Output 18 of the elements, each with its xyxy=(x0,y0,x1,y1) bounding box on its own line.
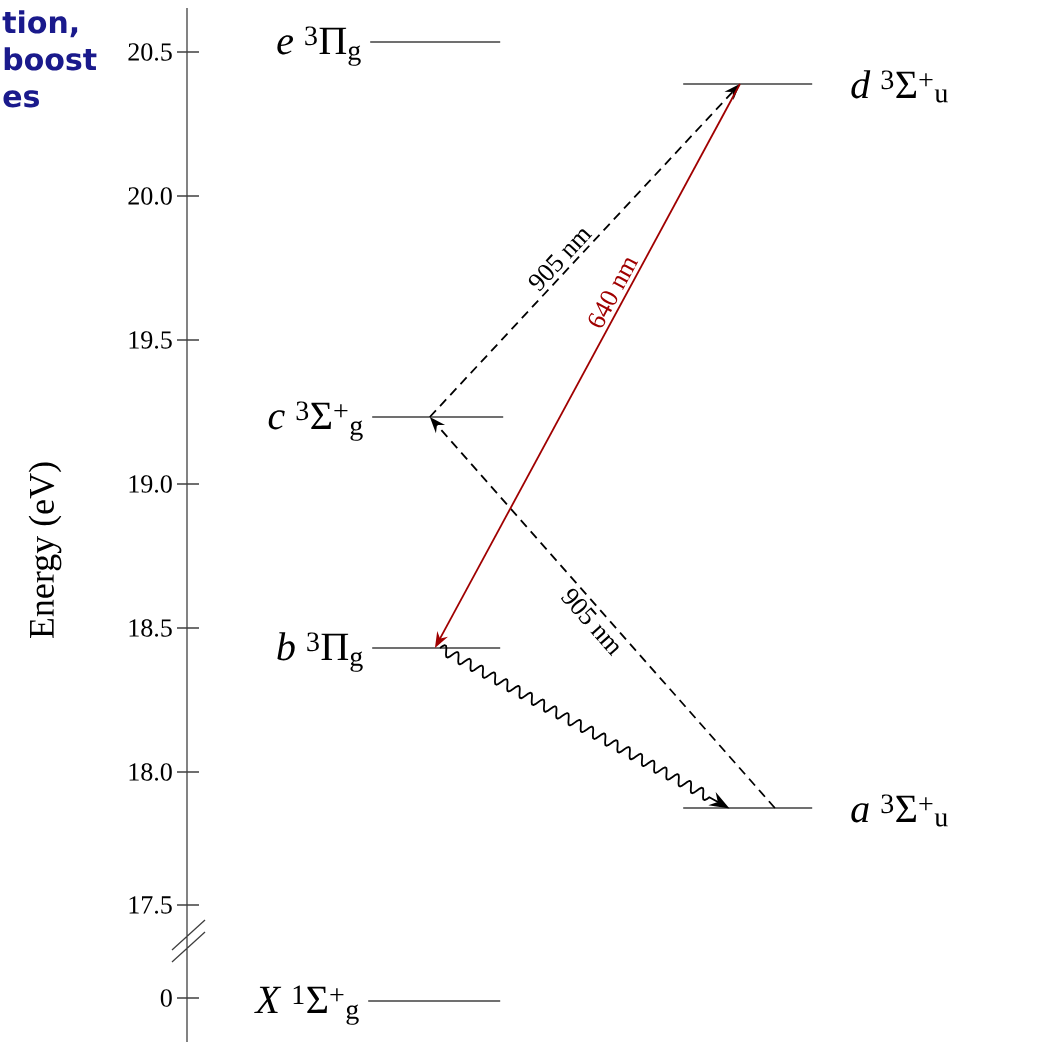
arrow xyxy=(428,84,740,418)
tick-label: 18.5 xyxy=(129,619,172,637)
edge-label: 905 nm xyxy=(557,584,627,659)
tick-label: 18.0 xyxy=(129,763,172,781)
level-label: a $^{3}$Σ$^{+}$$_{u}$ xyxy=(851,794,948,827)
level-label: c $^{3}$Σ$^{+}$$_{g}$ xyxy=(268,401,363,441)
axis-title: Energy (eV) xyxy=(28,462,62,639)
tick-label: 0 xyxy=(160,989,172,1007)
note-text: tion, boost es xyxy=(2,10,97,108)
level-label: d $^{3}$Σ$^{+}$$_{u}$ xyxy=(851,70,948,103)
tick-label: 19.0 xyxy=(129,475,172,493)
level-label: e $^{3}$Π$_{g}$ xyxy=(277,26,361,66)
tick-label: 20.5 xyxy=(128,43,172,61)
tick-label: 20.0 xyxy=(128,187,172,205)
tick-label: 17.5 xyxy=(129,896,172,914)
level-label: X $^{1}$Σ$^{+}$$_{g}$ xyxy=(254,985,359,1025)
tick-label: 19.5 xyxy=(129,331,172,349)
level-label: b $^{3}$Π$_{g}$ xyxy=(277,632,363,672)
